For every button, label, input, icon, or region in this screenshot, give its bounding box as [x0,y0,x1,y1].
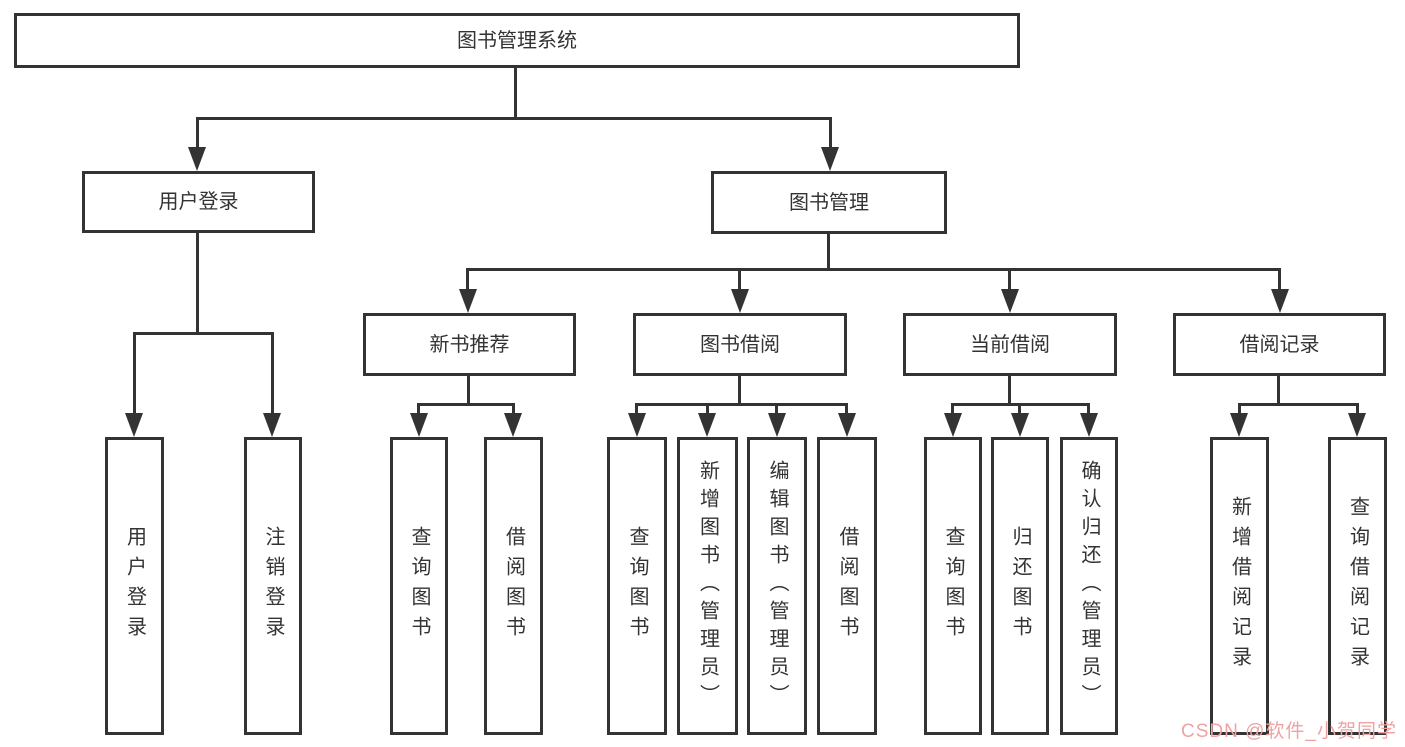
connector-segment [706,403,709,417]
connector-segment [466,268,469,293]
connector-segment [1356,403,1359,417]
connector-segment [1008,268,1011,293]
arrowhead-icon [838,413,856,437]
arrowhead-icon [1001,289,1019,313]
leaf-borrow-books: 借阅图书 [817,437,877,735]
arrowhead-icon [768,413,786,437]
connector-segment [738,268,741,293]
arrowhead-icon [628,413,646,437]
leaf-borrow-books-recommend: 借阅图书 [484,437,543,735]
connector-segment [196,117,832,120]
node-user-login: 用户登录 [82,171,315,233]
arrowhead-icon [125,413,143,437]
connector-segment [829,117,832,149]
arrowhead-icon [731,289,749,313]
connector-segment [196,117,199,149]
arrowhead-icon [1080,413,1098,437]
node-book-management: 图书管理 [711,171,947,234]
connector-segment [738,376,741,405]
node-new-book-recommend: 新书推荐 [363,313,576,376]
arrowhead-icon [1271,289,1289,313]
arrowhead-icon [1348,413,1366,437]
connector-segment [635,403,848,406]
arrowhead-icon [188,147,206,171]
arrowhead-icon [698,413,716,437]
leaf-logout-login: 注销登录 [244,437,302,735]
arrowhead-icon [504,413,522,437]
arrowhead-icon [459,289,477,313]
node-current-borrow: 当前借阅 [903,313,1117,376]
connector-segment [514,68,517,118]
leaf-add-borrow-record: 新增借阅记录 [1210,437,1269,735]
leaf-query-books-borrow: 查询图书 [607,437,667,735]
leaf-query-borrow-record: 查询借阅记录 [1328,437,1387,735]
connector-segment [1278,268,1281,293]
connector-segment [133,332,274,335]
connector-segment [845,403,848,417]
connector-segment [466,268,1281,271]
leaf-add-books-admin: 新增图书（管理员） [677,437,738,735]
node-borrow-records: 借阅记录 [1173,313,1386,376]
connector-segment [1238,403,1241,417]
connector-segment [1018,403,1021,417]
connector-segment [951,403,954,417]
connector-segment [417,403,420,417]
connector-segment [467,376,470,405]
connector-segment [196,233,199,335]
node-root-library-system: 图书管理系统 [14,13,1020,68]
leaf-query-books-current: 查询图书 [924,437,982,735]
connector-segment [1008,376,1011,405]
connector-segment [1238,403,1359,406]
leaf-return-books: 归还图书 [991,437,1049,735]
connector-segment [1277,376,1280,405]
connector-segment [1087,403,1090,417]
arrowhead-icon [1230,413,1248,437]
connector-segment [417,403,515,406]
node-book-borrow: 图书借阅 [633,313,847,376]
leaf-confirm-return-admin: 确认归还（管理员） [1060,437,1118,735]
arrowhead-icon [944,413,962,437]
leaf-edit-books-admin: 编辑图书（管理员） [747,437,807,735]
connector-segment [512,403,515,417]
arrowhead-icon [821,147,839,171]
connector-segment [827,234,830,271]
leaf-query-books-recommend: 查询图书 [390,437,448,735]
arrowhead-icon [263,413,281,437]
connector-segment [635,403,638,417]
arrowhead-icon [410,413,428,437]
csdn-watermark: CSDN @软件_小贺同学 [1181,721,1397,742]
leaf-user-login: 用户登录 [105,437,164,735]
connector-segment [133,332,136,415]
connector-segment [271,332,274,415]
arrowhead-icon [1011,413,1029,437]
connector-segment [775,403,778,417]
